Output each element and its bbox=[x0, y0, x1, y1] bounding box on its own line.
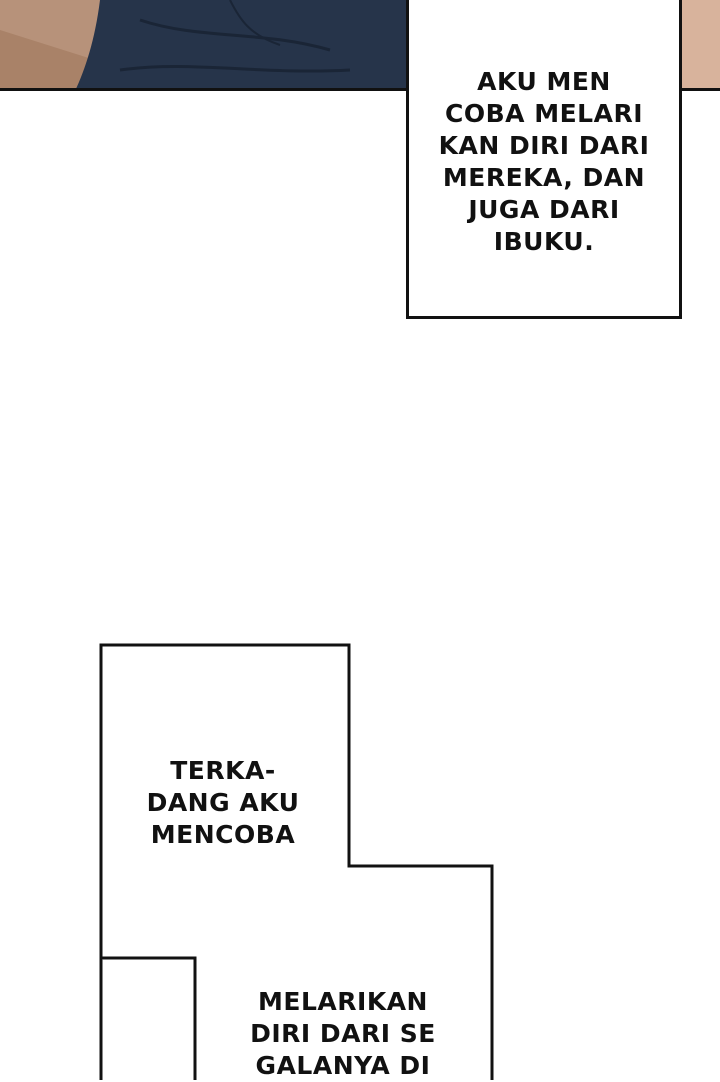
narration-line: JUGA DARI bbox=[468, 195, 620, 224]
narration-text-top: AKU MEN COBA MELARI KAN DIRI DARI MEREKA… bbox=[412, 66, 676, 258]
narration-line: KAN DIRI DARI bbox=[438, 131, 650, 160]
narration-text-bottom-lower: MELARIKAN DIRI DARI SE GALANYA DI bbox=[210, 986, 476, 1082]
narration-line: IBUKU. bbox=[493, 227, 595, 256]
narration-line: DIRI DARI SE bbox=[250, 1019, 436, 1048]
narration-line: MEREKA, DAN bbox=[442, 163, 646, 192]
narration-line: GALANYA DI bbox=[255, 1051, 431, 1080]
narration-line: AKU MEN bbox=[477, 67, 611, 96]
narration-line: COBA MELARI bbox=[445, 99, 643, 128]
panel-border-line bbox=[0, 88, 720, 91]
narration-text-bottom-upper: TERKA- DANG AKU MENCOBA bbox=[118, 755, 328, 851]
narration-line: DANG AKU bbox=[146, 788, 300, 817]
narration-line: MELARIKAN bbox=[258, 987, 428, 1016]
narration-line: TERKA- bbox=[170, 756, 276, 785]
narration-line: MENCOBA bbox=[150, 820, 296, 849]
narration-box-top bbox=[406, 0, 682, 319]
